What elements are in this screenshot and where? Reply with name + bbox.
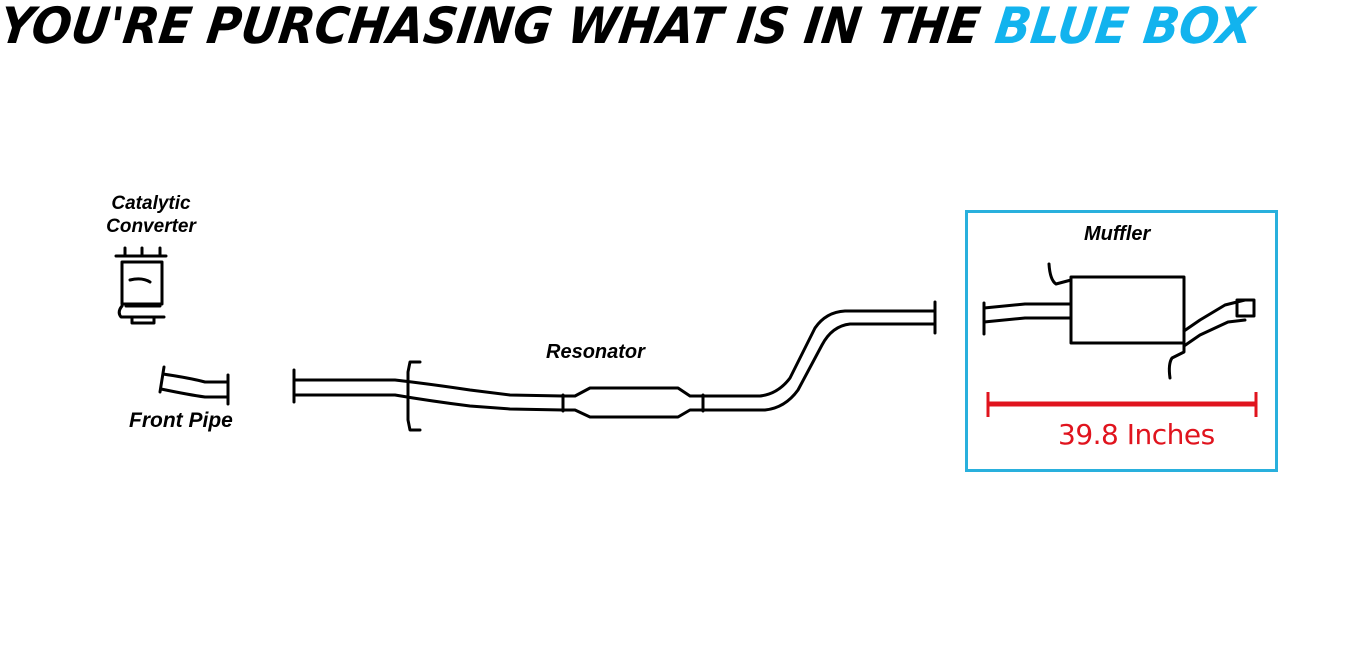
label-catalytic-line2: Converter [106, 216, 196, 237]
catalytic-converter-drawing [114, 246, 168, 325]
label-catalytic-converter: Catalytic Converter [92, 192, 210, 238]
measurement-bar [986, 392, 1258, 417]
label-resonator: Resonator [546, 341, 645, 363]
measurement-label: 39.8 Inches [1058, 418, 1215, 451]
blue-selection-box [965, 210, 1278, 472]
label-muffler: Muffler [1084, 223, 1151, 245]
front-pipe-drawing [158, 365, 230, 406]
label-front-pipe: Front Pipe [129, 409, 233, 432]
muffler-drawing [982, 262, 1256, 380]
resonator-pipe-drawing [292, 300, 937, 432]
label-catalytic-line1: Catalytic [111, 193, 191, 214]
